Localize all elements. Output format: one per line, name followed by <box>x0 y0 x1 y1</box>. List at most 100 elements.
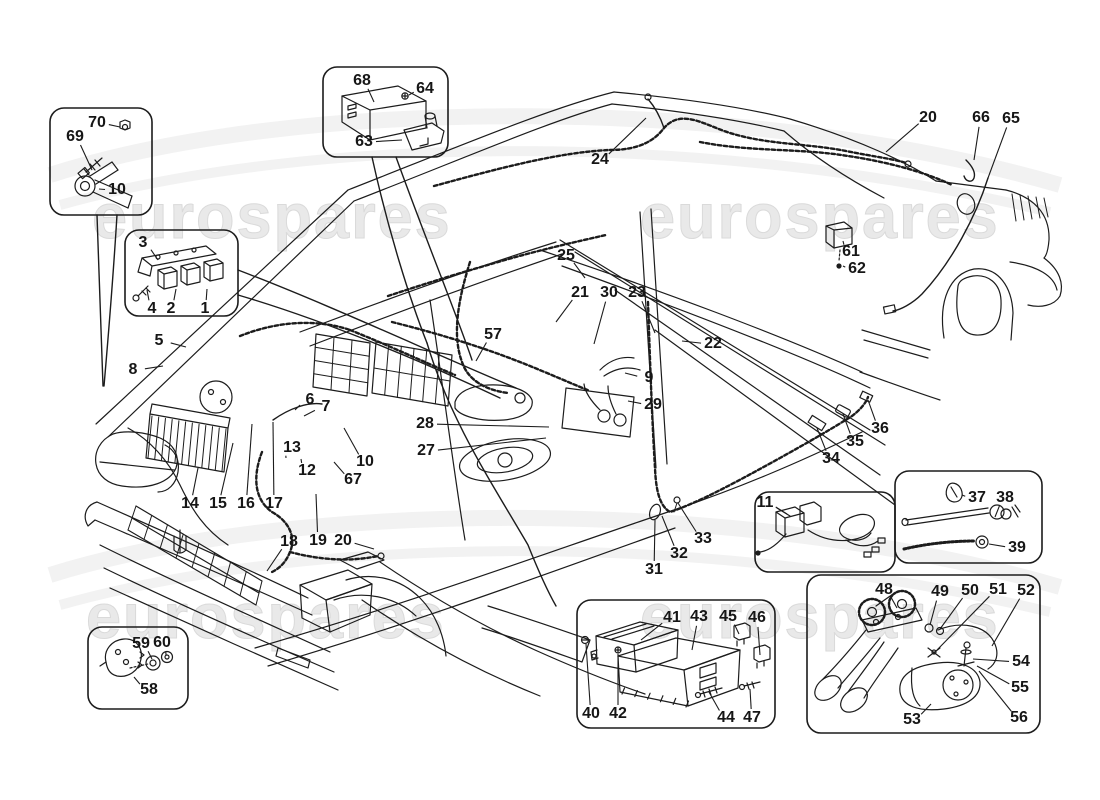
part-label-18[interactable]: 18 <box>280 533 298 550</box>
part-label-3[interactable]: 3 <box>139 234 148 251</box>
relay-harness-drawing <box>755 501 886 558</box>
part-label-39[interactable]: 39 <box>1008 539 1026 556</box>
part-label-60[interactable]: 60 <box>153 634 171 651</box>
part-label-64[interactable]: 64 <box>416 80 434 97</box>
part-label-33[interactable]: 33 <box>694 530 712 547</box>
part-label-10[interactable]: 10 <box>108 181 126 198</box>
leader-line <box>608 117 647 155</box>
leader-line <box>367 88 375 103</box>
part-label-59[interactable]: 59 <box>132 635 150 652</box>
part-label-67[interactable]: 67 <box>344 471 362 488</box>
part-label-30[interactable]: 30 <box>600 284 618 301</box>
part-label-63[interactable]: 63 <box>355 133 373 150</box>
part-label-58[interactable]: 58 <box>140 681 158 698</box>
part-label-45[interactable]: 45 <box>719 608 737 625</box>
part-label-11[interactable]: 11 <box>757 494 774 511</box>
battery-terminal-drawing <box>74 119 133 209</box>
part-label-68[interactable]: 68 <box>353 72 371 89</box>
part-label-51[interactable]: 51 <box>989 581 1007 598</box>
part-label-61[interactable]: 61 <box>842 243 860 260</box>
part-label-12[interactable]: 12 <box>298 462 316 479</box>
leader-line <box>593 301 607 345</box>
part-label-44[interactable]: 44 <box>717 709 735 726</box>
part-label-22[interactable]: 22 <box>704 335 722 352</box>
part-label-56[interactable]: 56 <box>1010 709 1028 726</box>
leader-line <box>661 515 675 546</box>
part-label-65[interactable]: 65 <box>1002 110 1020 127</box>
part-label-15[interactable]: 15 <box>209 495 227 512</box>
part-label-42[interactable]: 42 <box>609 705 627 722</box>
part-label-6[interactable]: 6 <box>306 391 315 408</box>
part-label-21[interactable]: 21 <box>571 284 589 301</box>
part-label-48[interactable]: 48 <box>875 581 893 598</box>
part-label-31[interactable]: 31 <box>645 561 663 578</box>
part-label-70[interactable]: 70 <box>88 114 106 131</box>
part-label-35[interactable]: 35 <box>846 433 864 450</box>
leader-line <box>436 423 550 428</box>
air-horn-drawing <box>814 589 998 713</box>
part-label-25[interactable]: 25 <box>557 247 575 264</box>
part-label-17[interactable]: 17 <box>265 495 283 512</box>
leader-line <box>734 624 740 635</box>
leader-line <box>939 597 964 630</box>
leader-line <box>816 427 827 452</box>
part-label-10[interactable]: 10 <box>356 453 374 470</box>
part-label-1[interactable]: 1 <box>201 300 210 317</box>
leader-line <box>300 458 303 464</box>
part-label-69[interactable]: 69 <box>66 128 84 145</box>
part-label-27[interactable]: 27 <box>417 442 435 459</box>
part-label-49[interactable]: 49 <box>931 583 949 600</box>
part-label-7[interactable]: 7 <box>322 398 331 415</box>
control-unit-drawing <box>341 85 445 151</box>
part-label-28[interactable]: 28 <box>416 415 434 432</box>
leader-line <box>775 506 788 515</box>
part-label-55[interactable]: 55 <box>1011 679 1029 696</box>
part-label-40[interactable]: 40 <box>582 705 600 722</box>
leader-line <box>170 342 187 348</box>
leader-line <box>173 288 177 301</box>
leader-line <box>333 461 345 475</box>
part-label-53[interactable]: 53 <box>903 711 921 728</box>
part-label-38[interactable]: 38 <box>996 489 1014 506</box>
part-label-5[interactable]: 5 <box>155 332 164 349</box>
part-label-52[interactable]: 52 <box>1017 582 1035 599</box>
part-label-46[interactable]: 46 <box>748 609 766 626</box>
part-label-14[interactable]: 14 <box>181 495 199 512</box>
part-label-54[interactable]: 54 <box>1012 653 1030 670</box>
part-label-41[interactable]: 41 <box>663 609 681 626</box>
part-label-8[interactable]: 8 <box>129 361 138 378</box>
leader-line <box>973 126 980 161</box>
part-label-29[interactable]: 29 <box>644 396 662 413</box>
part-label-47[interactable]: 47 <box>743 709 761 726</box>
watermark-swoosh <box>58 546 1052 617</box>
part-label-62[interactable]: 62 <box>848 260 866 277</box>
part-label-23[interactable]: 23 <box>628 284 646 301</box>
leader-line <box>266 548 283 572</box>
part-label-32[interactable]: 32 <box>670 545 688 562</box>
part-label-66[interactable]: 66 <box>972 109 990 126</box>
part-label-50[interactable]: 50 <box>961 582 979 599</box>
leader-line <box>936 595 990 651</box>
part-label-9[interactable]: 9 <box>645 369 654 386</box>
part-label-34[interactable]: 34 <box>822 450 840 467</box>
relay-bracket-inset <box>124 229 239 317</box>
part-label-19[interactable]: 19 <box>309 532 327 549</box>
part-label-16[interactable]: 16 <box>237 495 255 512</box>
part-label-20[interactable]: 20 <box>919 109 937 126</box>
part-label-36[interactable]: 36 <box>871 420 889 437</box>
part-label-37[interactable]: 37 <box>968 489 986 506</box>
part-label-2[interactable]: 2 <box>167 300 176 317</box>
leader-line <box>640 622 663 641</box>
part-label-57[interactable]: 57 <box>484 326 502 343</box>
part-label-43[interactable]: 43 <box>690 608 708 625</box>
part-label-24[interactable]: 24 <box>591 151 609 168</box>
leader-line <box>315 493 319 533</box>
leader-line <box>246 423 253 496</box>
part-label-4[interactable]: 4 <box>148 300 157 317</box>
ecu-fusebox-drawing <box>580 621 771 708</box>
part-label-13[interactable]: 13 <box>283 439 301 456</box>
part-label-20[interactable]: 20 <box>334 532 352 549</box>
